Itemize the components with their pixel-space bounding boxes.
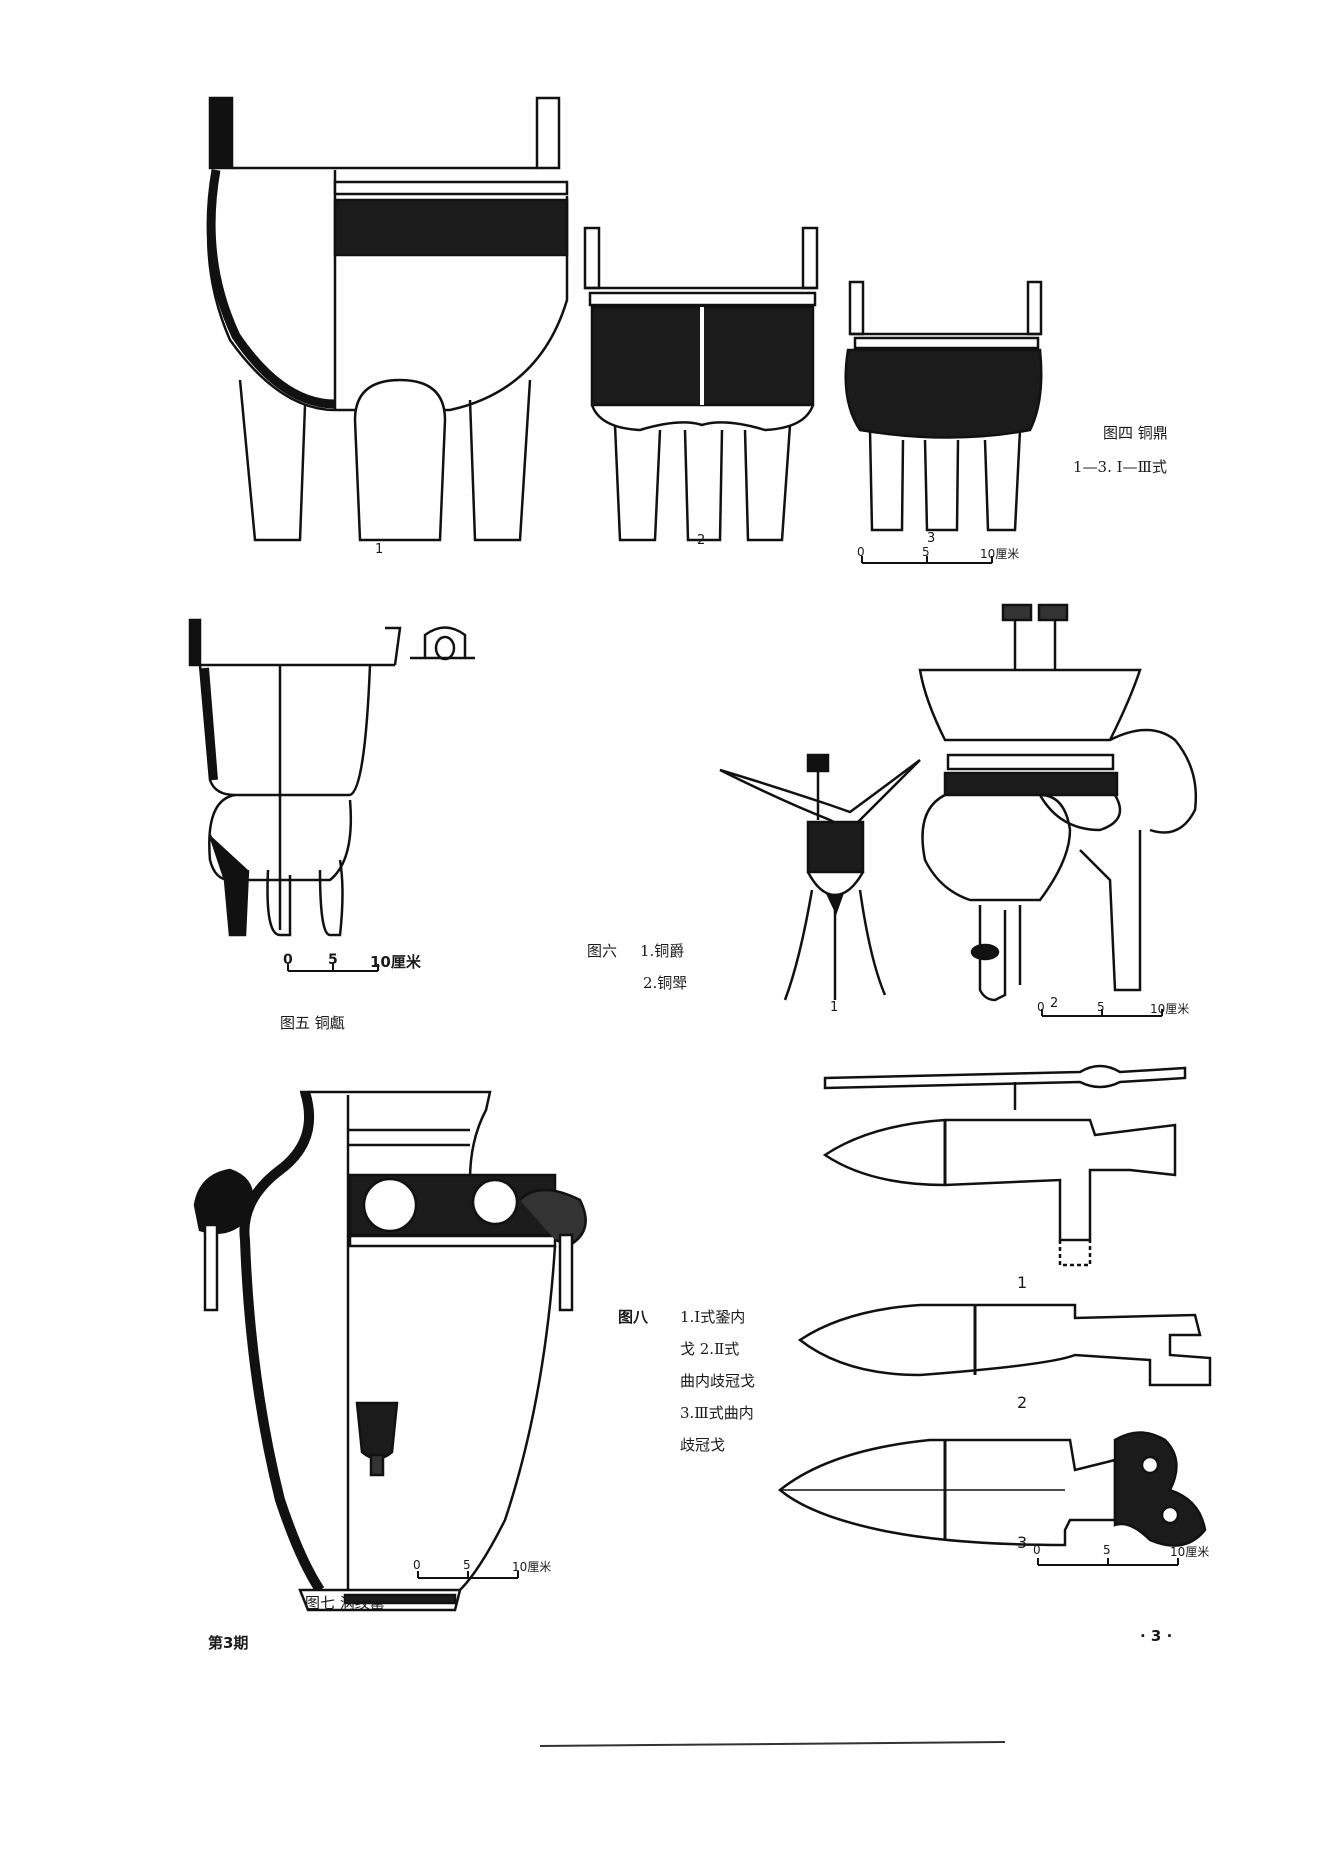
ding-2-label: 2 <box>697 533 706 548</box>
fig6-caption-line-1: 1.铜爵 <box>640 942 685 960</box>
fig8-caption-line-5: 歧冠戈 <box>680 1436 726 1454</box>
fig4-scale-tick-10: 10厘米 <box>980 547 1020 561</box>
ding-1-drawing <box>206 96 569 542</box>
ge-2-label: 2 <box>1017 1393 1028 1412</box>
fig8-caption-line-4: 3.Ⅲ式曲内 <box>680 1404 754 1422</box>
fig8-scale-bar <box>1037 1558 1179 1566</box>
jia-label: 2 <box>1050 996 1059 1011</box>
fig7-scale-tick-0: 0 <box>413 1558 421 1572</box>
fig6-scale-tick-0: 0 <box>1037 1000 1045 1014</box>
yan-drawing <box>188 618 475 937</box>
fig7-scale-tick-5: 5 <box>463 1558 471 1572</box>
ge-1-drawing <box>822 1064 1187 1267</box>
ge-3-label: 3 <box>1017 1533 1028 1552</box>
ding-2-drawing <box>583 226 819 542</box>
bottom-rule <box>539 1741 1006 1747</box>
lei-drawing <box>193 1090 587 1612</box>
fig8-caption-line-2: 戈 2.Ⅱ式 <box>680 1340 740 1358</box>
fig8-scale-tick-0: 0 <box>1033 1543 1041 1557</box>
fig8-scale-tick-5: 5 <box>1103 1543 1111 1557</box>
page-number: · 3 · <box>1140 1627 1173 1645</box>
fig4-caption-title: 图四 铜鼎 <box>1103 424 1168 442</box>
fig6-caption-line-2: 2.铜斝 <box>643 974 688 992</box>
fig8-scale-tick-10: 10厘米 <box>1170 1545 1210 1559</box>
fig5-caption: 图五 铜甗 <box>280 1014 345 1032</box>
fig6-scale-tick-5: 5 <box>1097 1000 1105 1014</box>
fig5-scale-tick-10: 10厘米 <box>370 953 421 971</box>
jia-drawing <box>918 603 1197 1002</box>
ding-3-label: 3 <box>927 531 936 546</box>
fig7-scale-bar <box>417 1571 519 1579</box>
jue-drawing <box>719 753 921 1001</box>
fig5-scale-tick-5: 5 <box>328 952 338 968</box>
fig4-caption-subtitle: 1—3. Ⅰ—Ⅲ式 <box>1073 458 1168 476</box>
jue-label: 1 <box>830 1000 839 1015</box>
fig6-caption-title: 图六 <box>587 942 618 960</box>
fig8-caption-line-3: 曲内歧冠戈 <box>680 1372 756 1390</box>
ding-3-drawing <box>844 280 1043 532</box>
fig8-caption-title: 图八 <box>618 1308 649 1326</box>
fig5-scale-tick-0: 0 <box>283 952 293 968</box>
issue-number: 第3期 <box>208 1634 249 1652</box>
fig5-scale-bar <box>287 964 379 972</box>
ge-3-drawing <box>778 1431 1207 1547</box>
fig7-caption: 图七 涡纹罍 <box>305 1594 385 1612</box>
fig4-scale-tick-0: 0 <box>857 545 865 559</box>
ding-1-label: 1 <box>375 542 384 557</box>
ge-1-label: 1 <box>1017 1273 1028 1292</box>
fig6-scale-bar <box>1041 1009 1163 1017</box>
fig4-scale-bar <box>861 556 993 564</box>
fig8-caption-line-1: 1.Ⅰ式銎内 <box>680 1308 746 1326</box>
fig7-scale-tick-10: 10厘米 <box>512 1560 552 1574</box>
fig6-scale-tick-10: 10厘米 <box>1150 1002 1190 1016</box>
ge-2-drawing <box>797 1303 1212 1387</box>
fig4-scale-tick-5: 5 <box>922 545 930 559</box>
